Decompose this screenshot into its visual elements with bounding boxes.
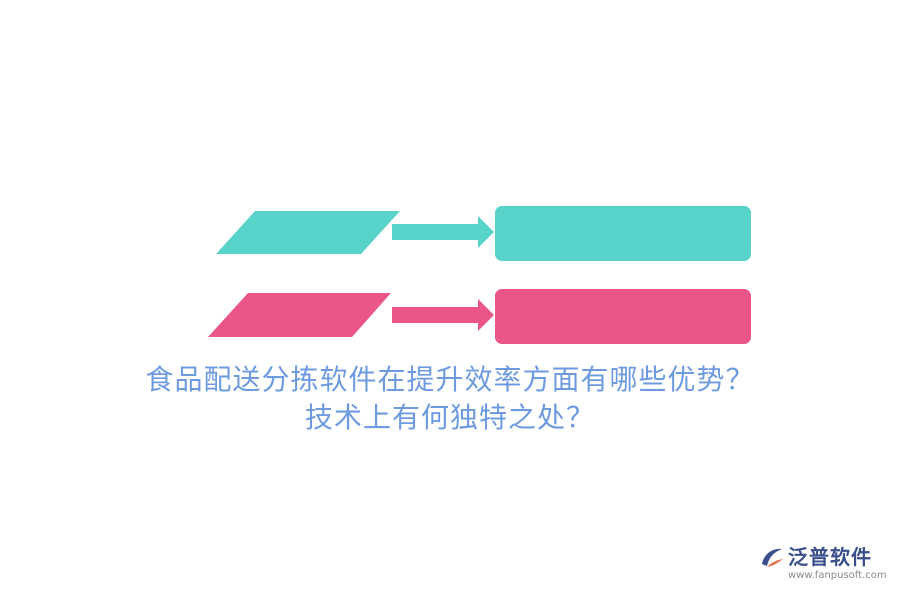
brand-name: 泛普软件 (788, 545, 872, 569)
output-box-2 (495, 289, 751, 344)
arrow-right-icon-2 (392, 299, 494, 331)
input-parallelogram-1 (216, 211, 400, 254)
headline-line-2: 技术上有何独特之处？ (304, 401, 595, 434)
headline-line-1: 食品配送分拣软件在提升效率方面有哪些优势？ (145, 363, 755, 396)
brand-url: www.fanpusoft.com (788, 570, 887, 581)
brand-logo-icon (762, 548, 783, 567)
arrow-right-icon-1 (392, 216, 494, 248)
input-parallelogram-2 (208, 293, 391, 337)
output-box-1 (495, 206, 751, 261)
brand-logo: 泛普软件 www.fanpusoft.com (758, 542, 888, 586)
